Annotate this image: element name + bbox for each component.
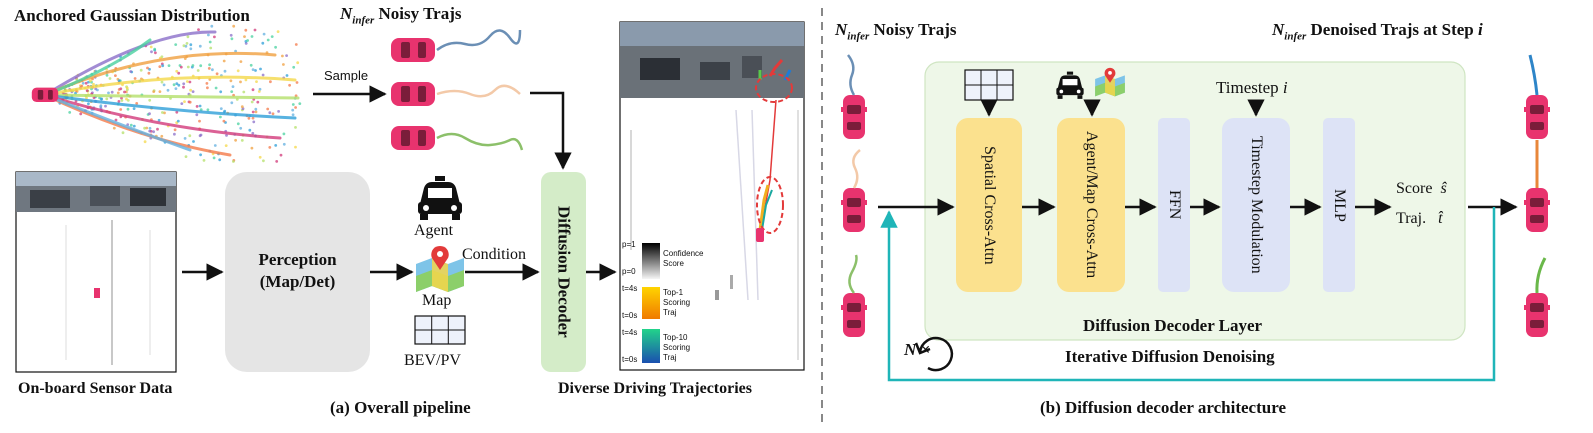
ffn-box [1158, 118, 1190, 292]
score-output: Score ŝ [1396, 180, 1447, 198]
noisy-traj-cars [391, 29, 524, 151]
agent-label: Agent [414, 222, 454, 239]
iterative-label: Iterative Diffusion Denoising [1065, 347, 1275, 366]
score-label: Score [1396, 180, 1433, 197]
denoised-i: i [1478, 20, 1483, 39]
right-noisy-title: Ninfer Noisy Trajs [835, 20, 957, 42]
perception-line2: (Map/Det) [259, 272, 336, 291]
diverse-caption: Diverse Driving Trajectories [558, 380, 753, 397]
timestep-modulation-box [1222, 118, 1290, 292]
map-label: Map [422, 292, 452, 309]
score-symbol: ŝ [1440, 180, 1447, 197]
traj-label: Traj. [1396, 210, 1427, 227]
legend-p1: p=1 [622, 240, 636, 249]
noisy-trajs-title: Ninfer Noisy Trajs [340, 4, 462, 26]
legend-top10-a: Top-10 [663, 333, 688, 342]
n-times-label: N × [904, 340, 931, 359]
legend-p0: p=0 [622, 267, 636, 276]
timestep-label: Timestep i [1216, 78, 1288, 98]
right-n-symbol: N [835, 20, 848, 39]
agent-icon [418, 176, 462, 220]
legend-t4s-b: t=4s [622, 328, 638, 337]
condition-label: Condition [462, 246, 527, 263]
bevpv-label: BEV/PV [404, 352, 461, 369]
traj-output: Traj. t̂ [1396, 210, 1443, 228]
legend-top1-c: Traj [663, 308, 677, 317]
legend-score: Score [663, 259, 684, 268]
gaussian-title: Anchored Gaussian Distribution [14, 6, 250, 25]
noisy-to-decoder-arrow [530, 91, 572, 170]
right-infer-subscript: infer [847, 30, 870, 43]
traj-symbol: t̂ [1438, 210, 1443, 227]
agent-small-icon [1056, 71, 1084, 99]
bevpv-grid-icon [414, 315, 466, 345]
n-symbol: N [340, 4, 353, 23]
map-icon [416, 246, 464, 292]
confidence-gradient [642, 243, 660, 279]
legend-top10-c: Traj [663, 353, 677, 362]
subcaption-a: (a) Overall pipeline [330, 398, 471, 417]
mlp-box [1323, 118, 1355, 292]
noisy-trajs-label: Noisy Trajs [374, 4, 462, 23]
legend-confidence: Confidence [663, 249, 704, 258]
diverse-trajectories-image [619, 21, 805, 371]
repeat-icon [914, 336, 954, 372]
top10-gradient [642, 329, 660, 363]
grid-icon [964, 69, 1014, 101]
right-noisy-label: Noisy Trajs [869, 20, 957, 39]
spatial-cross-attn-box [956, 118, 1022, 292]
legend-t4s-a: t=4s [622, 284, 638, 293]
legend-t0s-b: t=0s [622, 355, 638, 364]
legend-top1-b: Scoring [663, 298, 691, 307]
denoised-cars-column [1524, 54, 1550, 337]
iteration-loop-arrow [880, 207, 1496, 382]
sample-label: Sample [324, 68, 369, 83]
denoised-n-symbol: N [1272, 20, 1285, 39]
timestep-text: Timestep [1216, 78, 1283, 97]
sensor-caption: On-board Sensor Data [18, 380, 173, 397]
decoder-layer-label: Diffusion Decoder Layer [1083, 316, 1263, 335]
map-small-icon [1095, 67, 1125, 97]
legend-top10-b: Scoring [663, 343, 691, 352]
diffusion-decoder-box [541, 172, 586, 372]
sensor-data-image [15, 171, 177, 373]
agentmap-cross-attn-label: Agent/Map Cross-Attn [1083, 131, 1100, 279]
agentmap-cross-attn-box [1057, 118, 1125, 292]
diffusion-decoder-label: Diffusion Decoder [554, 206, 574, 338]
ffn-label: FFN [1166, 190, 1183, 220]
spatial-cross-attn-label: Spatial Cross-Attn [981, 145, 998, 265]
legend-t0s-a: t=0s [622, 311, 638, 320]
perception-line1: Perception [258, 250, 337, 269]
perception-label: Perception (Map/Det) [225, 249, 370, 293]
timestep-modulation-label: Timestep Modulation [1248, 136, 1265, 274]
mlp-label: MLP [1331, 188, 1348, 222]
top1-gradient [642, 287, 660, 319]
noisy-cars-column [841, 54, 867, 337]
infer-subscript: infer [352, 14, 375, 27]
denoised-title: Ninfer Denoised Trajs at Step i [1272, 20, 1483, 42]
perception-box [225, 172, 370, 372]
denoised-infer-subscript: infer [1284, 30, 1307, 43]
legend-top1-a: Top-1 [663, 288, 684, 297]
gaussian-distribution-image [31, 24, 302, 163]
timestep-i: i [1282, 78, 1288, 97]
denoised-label: Denoised Trajs at Step [1306, 20, 1479, 39]
subcaption-b: (b) Diffusion decoder architecture [1040, 398, 1286, 417]
